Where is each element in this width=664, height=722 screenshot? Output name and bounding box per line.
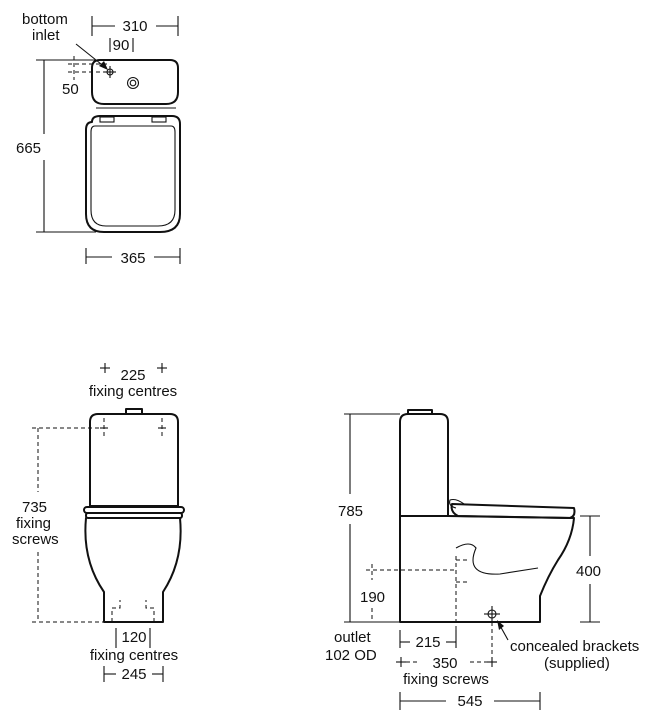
dim-225-value: 225 [120,367,145,384]
dim-400-value: 400 [576,563,601,580]
dim-665-value: 665 [16,140,41,157]
top-view: bottom inlet 310 90 50 665 365 [16,11,181,267]
front-view: 225 fixing centres 735 fixing screws [12,363,185,683]
side-view-button [407,409,433,415]
bottom-inlet-label-line2: inlet [32,27,60,44]
concealed-brackets-label-line1: concealed brackets [510,638,639,655]
concealed-bracket-arrowhead [497,620,504,630]
side-view: 785 400 190 outlet 102 OD 215 concealed … [325,409,639,710]
outlet-label-line1: outlet [334,629,372,646]
outlet-label-line2: 102 OD [325,647,377,664]
front-view-cistern-outline [89,413,179,507]
dim-735-value: 735 [22,499,47,516]
front-view-bowl-outline [84,517,182,623]
dim-190-value: 190 [360,589,385,606]
side-view-hinge [449,498,465,509]
flush-button-inner-icon [129,79,137,87]
dim-735-label-line1: fixing [16,515,51,532]
concealed-bracket-icon [484,606,500,622]
top-view-seat-inner-outline [90,125,176,227]
dim-225-crosshair-left-icon [100,363,110,373]
top-view-seat-outline [85,115,181,233]
dim-245-value: 245 [121,666,146,683]
dim-310-value: 310 [122,18,147,35]
dim-350-crosshair-left-icon [396,657,406,667]
front-view-rim [85,512,183,519]
dim-90-value: 90 [113,37,130,54]
dim-225-label: fixing centres [89,383,177,400]
dim-50-value: 50 [62,81,79,98]
top-view-hinge-left [99,116,115,123]
top-view-cistern-outline [91,59,179,105]
flush-button-icon [126,76,140,90]
front-view-bracket-left [111,600,121,622]
dim-215-value: 215 [415,634,440,651]
dim-225-crosshair-right-icon [157,363,167,373]
dim-350-crosshair-right-icon [487,657,497,667]
concealed-brackets-label-line2: (supplied) [544,655,610,672]
dim-365-value: 365 [120,250,145,267]
front-view-bracket-right [145,600,155,622]
side-view-trapway [455,543,539,575]
dim-545-value: 545 [457,693,482,710]
dim-785-value: 785 [338,503,363,520]
front-view-button [125,408,143,415]
side-view-cistern-outline [399,413,449,517]
bottom-inlet-arrowhead [99,61,108,70]
dim-350-value: 350 [432,655,457,672]
bottom-inlet-label-line1: bottom [22,11,68,28]
side-view-bowl-outline [399,515,575,623]
dim-120-label: fixing centres [90,647,178,664]
dim-735-label-line2: screws [12,531,59,548]
dim-350-label: fixing screws [403,671,489,688]
dim-120-value: 120 [121,629,146,646]
top-view-hinge-right [151,116,167,123]
